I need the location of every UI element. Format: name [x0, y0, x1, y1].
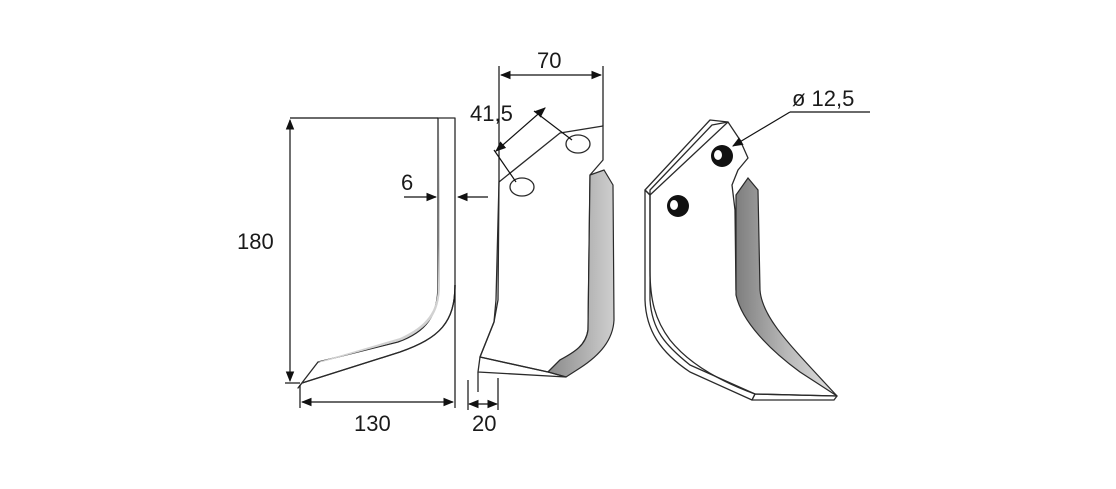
top-width-label: 70	[537, 48, 561, 73]
width-label: 130	[354, 411, 391, 436]
dimension-hole-spacing: 41,5	[470, 101, 573, 183]
height-label: 180	[237, 229, 274, 254]
dimension-thickness: 6	[401, 170, 488, 202]
dimension-top-width: 70	[498, 48, 604, 182]
front-view-blade	[477, 125, 615, 392]
front-hole-2	[509, 177, 535, 197]
dimension-hole-diameter: ø 12,5	[732, 86, 870, 147]
dimension-offset: 20	[467, 378, 499, 436]
thickness-label: 6	[401, 170, 413, 195]
side-view-blade	[297, 117, 456, 389]
dimension-width: 130	[299, 285, 456, 436]
front-hole-1	[565, 134, 591, 154]
hole-diameter-label: ø 12,5	[792, 86, 854, 111]
perspective-view-blade	[644, 119, 838, 401]
dimension-height: 180	[237, 117, 438, 384]
hole-spacing-label: 41,5	[470, 101, 513, 126]
offset-label: 20	[472, 411, 496, 436]
